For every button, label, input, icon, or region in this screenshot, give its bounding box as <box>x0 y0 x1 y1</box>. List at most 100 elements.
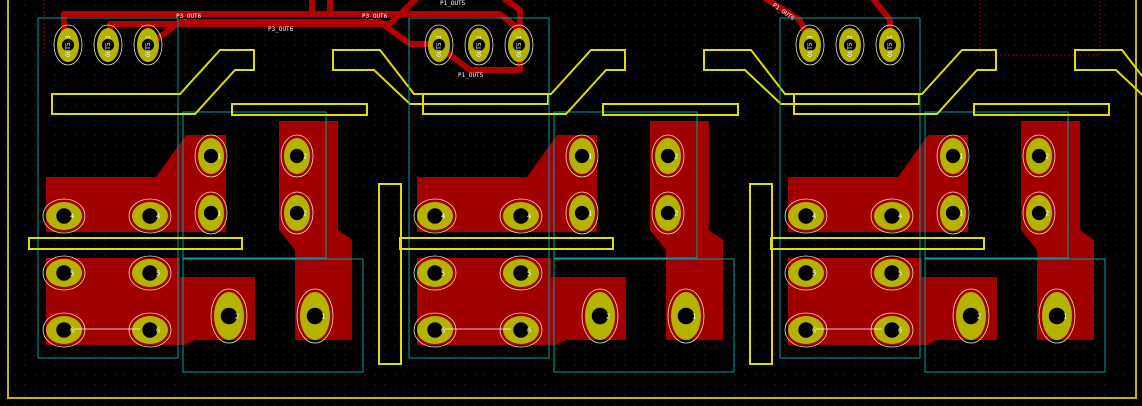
pad-outline <box>1022 191 1056 235</box>
through-hole-pad[interactable]: 6 <box>870 312 914 348</box>
through-hole-pad[interactable]: 4 <box>784 198 828 234</box>
pad-number: 2 <box>1045 153 1049 161</box>
through-hole-pad[interactable]: 2 <box>1022 134 1056 178</box>
pad-outline <box>784 198 828 234</box>
drill-hole <box>574 148 590 164</box>
pad-outline <box>210 288 248 344</box>
pad-number: 1 <box>692 313 696 321</box>
pad-outline <box>499 312 543 348</box>
through-hole-pad[interactable]: 2 <box>651 134 685 178</box>
pad-outline <box>499 255 543 291</box>
through-hole-pad[interactable]: 6 <box>128 312 172 348</box>
courtyard-diode <box>924 111 1069 259</box>
through-hole-pad[interactable]: 6 <box>42 312 86 348</box>
through-hole-pad[interactable]: 1 <box>194 191 228 235</box>
through-hole-pad[interactable]: 1 <box>565 191 599 235</box>
through-hole-pad[interactable]: 4 <box>499 198 543 234</box>
pad-outline <box>952 288 990 344</box>
through-hole-pad[interactable]: 6 <box>499 312 543 348</box>
through-hole-pad[interactable]: 6 <box>784 312 828 348</box>
pad-outline <box>870 198 914 234</box>
drill-hole <box>472 38 486 52</box>
silkscreen-connector <box>1074 49 1142 96</box>
courtyard-relay <box>779 17 921 359</box>
pad-number: 1 <box>959 153 963 161</box>
pad-outline <box>413 198 457 234</box>
drill-hole <box>883 38 897 52</box>
through-hole-pad[interactable]: 1 <box>194 134 228 178</box>
header-pin-label: OUT5 1 <box>145 35 152 57</box>
through-hole-pad[interactable]: 5 <box>42 255 86 291</box>
pad-number: 1 <box>1063 313 1067 321</box>
net-label: P3_OUT6 <box>176 13 202 20</box>
through-hole-pad[interactable]: 5 <box>784 255 828 291</box>
pad-number: 1 <box>588 153 592 161</box>
pad-outline <box>42 198 86 234</box>
through-hole-pad[interactable]: 4 <box>870 198 914 234</box>
through-hole-pad[interactable]: 5 <box>128 255 172 291</box>
through-hole-pad[interactable]: 1 <box>936 191 970 235</box>
through-hole-pad[interactable] <box>424 24 454 66</box>
through-hole-pad[interactable]: 6 <box>413 312 457 348</box>
through-hole-pad[interactable]: 1 <box>936 134 970 178</box>
through-hole-pad[interactable]: 2 <box>581 288 619 344</box>
through-hole-pad[interactable]: 4 <box>413 198 457 234</box>
pad-number: 2 <box>977 313 981 321</box>
through-hole-pad[interactable]: 5 <box>499 255 543 291</box>
header-pin-label: OUT5 2 <box>847 35 854 57</box>
drill-hole <box>512 38 526 52</box>
through-hole-pad[interactable] <box>504 24 534 66</box>
copper-pour-relay-contact <box>788 258 997 345</box>
drill-hole <box>591 307 609 325</box>
through-hole-pad[interactable]: 2 <box>1022 191 1056 235</box>
pad-number: 5 <box>70 270 74 278</box>
through-hole-pad[interactable]: 5 <box>870 255 914 291</box>
pad-outline <box>128 255 172 291</box>
drill-hole <box>513 208 529 224</box>
through-hole-pad[interactable]: 2 <box>651 191 685 235</box>
drill-hole <box>798 322 814 338</box>
header-pin-label: OUT5 3 <box>65 35 72 57</box>
pad-outline <box>870 255 914 291</box>
through-hole-pad[interactable] <box>133 24 163 66</box>
through-hole-pad[interactable]: 2 <box>280 191 314 235</box>
through-hole-pad[interactable]: 2 <box>210 288 248 344</box>
through-hole-pad[interactable]: 1 <box>565 134 599 178</box>
pad-number: 6 <box>812 327 816 335</box>
through-hole-pad[interactable] <box>835 24 865 66</box>
drill-hole <box>1048 307 1066 325</box>
through-hole-pad[interactable]: 1 <box>296 288 334 344</box>
through-hole-pad[interactable]: 2 <box>952 288 990 344</box>
drill-hole <box>660 148 676 164</box>
header-pin-label: OUT5 1 <box>516 35 523 57</box>
pad-outline <box>651 134 685 178</box>
courtyard-diode <box>182 111 327 259</box>
copper-pour-terminal <box>1021 121 1094 340</box>
drill-hole <box>141 38 155 52</box>
pad-outline <box>581 288 619 344</box>
through-hole-pad[interactable] <box>795 24 825 66</box>
through-hole-pad[interactable]: 4 <box>128 198 172 234</box>
through-hole-pad[interactable] <box>53 24 83 66</box>
pad-outline <box>651 191 685 235</box>
pad-outline <box>296 288 334 344</box>
pad-number: 1 <box>217 210 221 218</box>
header-pin-label: OUT5 3 <box>436 35 443 57</box>
through-hole-pad[interactable] <box>464 24 494 66</box>
through-hole-pad[interactable] <box>93 24 123 66</box>
through-hole-pad[interactable]: 4 <box>42 198 86 234</box>
pad-number: 5 <box>441 270 445 278</box>
through-hole-pad[interactable] <box>875 24 905 66</box>
through-hole-pad[interactable]: 1 <box>667 288 705 344</box>
silkscreen-bar-upper <box>602 103 739 116</box>
silkscreen-connector <box>332 49 549 105</box>
through-hole-pad[interactable]: 1 <box>1038 288 1076 344</box>
drill-hole <box>1031 205 1047 221</box>
through-hole-pad[interactable]: 2 <box>280 134 314 178</box>
relay-channel-2: OUT5 3 OUT5 2 OUT5 1 1 1 2 2 4 4 5 5 6 6 2 1 <box>399 17 920 373</box>
copper-pour-relay-coil <box>417 135 597 232</box>
drill-hole <box>220 307 238 325</box>
through-hole-pad[interactable]: 5 <box>413 255 457 291</box>
pad-outline <box>667 288 705 344</box>
